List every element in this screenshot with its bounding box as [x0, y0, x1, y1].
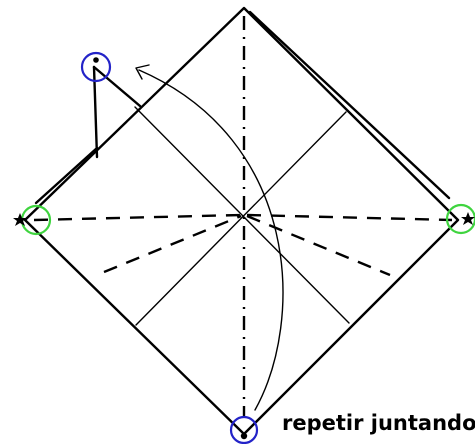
flap-edge-left	[34, 146, 99, 205]
right-corner-circle	[445, 203, 475, 235]
folded-edge-right	[248, 10, 451, 200]
valley-fold-left-upper	[33, 213, 242, 222]
crease-diagonal-1	[134, 106, 350, 324]
right-star-icon	[461, 212, 475, 225]
valley-fold-right-lower	[246, 214, 391, 277]
fold-arrow-head	[135, 64, 150, 80]
flap-diagonal	[92, 65, 142, 108]
valley-fold-right-upper	[246, 213, 453, 222]
end-point-dot	[240, 432, 248, 440]
fold-arrow	[138, 69, 284, 411]
end-point-circle	[229, 415, 259, 444]
crease-diagonal-2	[135, 111, 347, 326]
start-point-circle	[80, 51, 112, 83]
left-star-icon	[13, 213, 27, 226]
start-point-dot	[93, 57, 99, 63]
caption-text: repetir juntando	[282, 411, 475, 435]
valley-fold-left-lower	[103, 214, 242, 274]
paper-outline	[23, 6, 460, 436]
